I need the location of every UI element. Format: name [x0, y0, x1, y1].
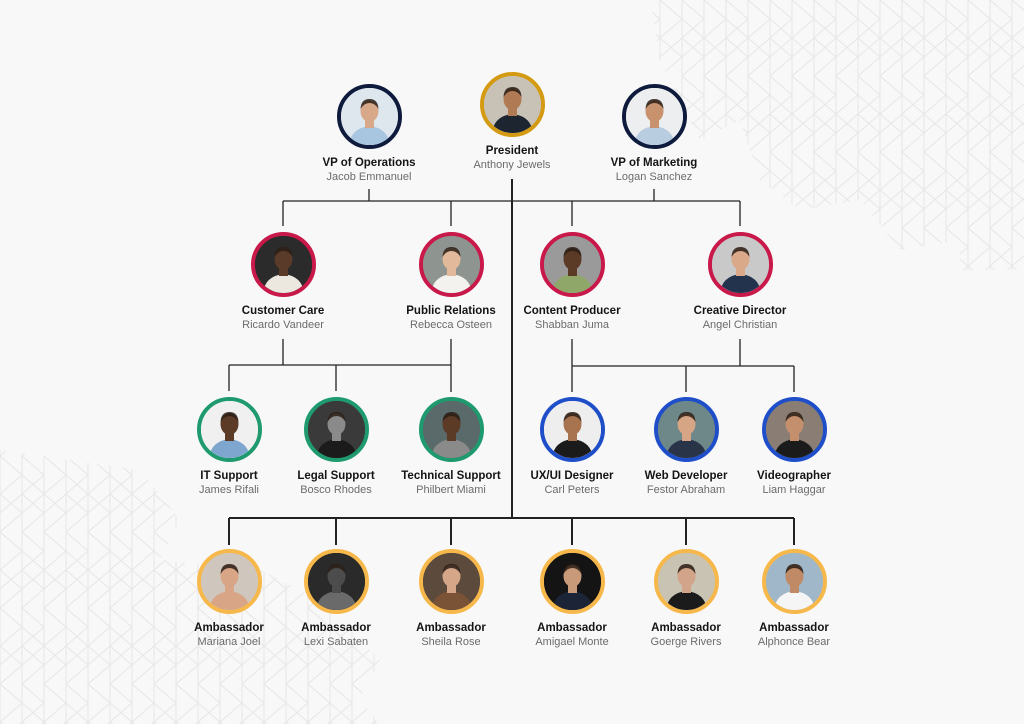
person-portrait-icon: [422, 552, 480, 610]
node-role: Public Relations: [406, 304, 496, 317]
node-person-name: Sheila Rose: [421, 635, 481, 648]
avatar: [653, 548, 719, 614]
person-portrait-icon: [711, 235, 769, 293]
avatar: [707, 231, 773, 297]
node-role: Creative Director: [693, 304, 787, 317]
avatar: [539, 396, 605, 462]
person-portrait-icon: [254, 235, 312, 293]
person-portrait-icon: [200, 400, 258, 458]
node-person-name: Amigael Monte: [535, 635, 609, 648]
person-portrait-icon: [657, 400, 715, 458]
avatar: [303, 396, 369, 462]
person-portrait-icon: [543, 400, 601, 458]
person-portrait-icon: [422, 235, 480, 293]
node-role: Legal Support: [297, 469, 375, 482]
avatar: [479, 71, 545, 137]
person-portrait-icon: [422, 400, 480, 458]
node-person-name: Alphonce Bear: [757, 635, 831, 648]
person-portrait-icon: [765, 400, 823, 458]
person-portrait-icon: [340, 87, 398, 145]
node-person-name: Shabban Juma: [535, 318, 609, 331]
node-person-name: Liam Haggar: [762, 483, 826, 496]
node-role: IT Support: [200, 469, 258, 482]
avatar: [653, 396, 719, 462]
node-role: Content Producer: [523, 304, 621, 317]
avatar: [418, 396, 484, 462]
node-person-name: Logan Sanchez: [615, 170, 693, 183]
avatar: [250, 231, 316, 297]
node-person-name: Mariana Joel: [197, 635, 261, 648]
node-person-name: Anthony Jewels: [473, 158, 551, 171]
node-role: Ambassador: [537, 621, 607, 634]
avatar: [196, 548, 262, 614]
avatar: [761, 548, 827, 614]
node-role: Ambassador: [416, 621, 486, 634]
person-portrait-icon: [200, 552, 258, 610]
node-person-name: Philbert Miami: [416, 483, 486, 496]
person-portrait-icon: [657, 552, 715, 610]
node-role: Customer Care: [241, 304, 325, 317]
person-portrait-icon: [483, 75, 541, 133]
node-role: Videographer: [757, 469, 831, 482]
person-portrait-icon: [543, 235, 601, 293]
avatar: [336, 83, 402, 149]
node-person-name: Carl Peters: [544, 483, 600, 496]
person-portrait-icon: [543, 552, 601, 610]
node-person-name: Goerge Rivers: [650, 635, 722, 648]
node-role: Ambassador: [194, 621, 264, 634]
node-role: Web Developer: [644, 469, 728, 482]
person-portrait-icon: [625, 87, 683, 145]
node-person-name: Rebecca Osteen: [410, 318, 492, 331]
avatar: [539, 231, 605, 297]
node-role: UX/UI Designer: [530, 469, 614, 482]
node-role: Ambassador: [301, 621, 371, 634]
node-person-name: Ricardo Vandeer: [242, 318, 324, 331]
node-role: President: [485, 144, 539, 157]
avatar: [418, 231, 484, 297]
avatar: [539, 548, 605, 614]
node-role: VP of Operations: [322, 156, 416, 169]
person-portrait-icon: [307, 400, 365, 458]
node-role: VP of Marketing: [610, 156, 698, 169]
avatar: [196, 396, 262, 462]
person-portrait-icon: [765, 552, 823, 610]
avatar: [418, 548, 484, 614]
node-person-name: Angel Christian: [702, 318, 778, 331]
node-role: Ambassador: [759, 621, 829, 634]
node-role: Technical Support: [401, 469, 501, 482]
person-portrait-icon: [307, 552, 365, 610]
avatar: [621, 83, 687, 149]
avatar: [303, 548, 369, 614]
node-person-name: Jacob Emmanuel: [326, 170, 412, 183]
node-person-name: Festor Abraham: [646, 483, 726, 496]
node-person-name: Bosco Rhodes: [300, 483, 372, 496]
node-person-name: James Rifali: [199, 483, 259, 496]
node-role: Ambassador: [651, 621, 721, 634]
node-person-name: Lexi Sabaten: [303, 635, 369, 648]
avatar: [761, 396, 827, 462]
